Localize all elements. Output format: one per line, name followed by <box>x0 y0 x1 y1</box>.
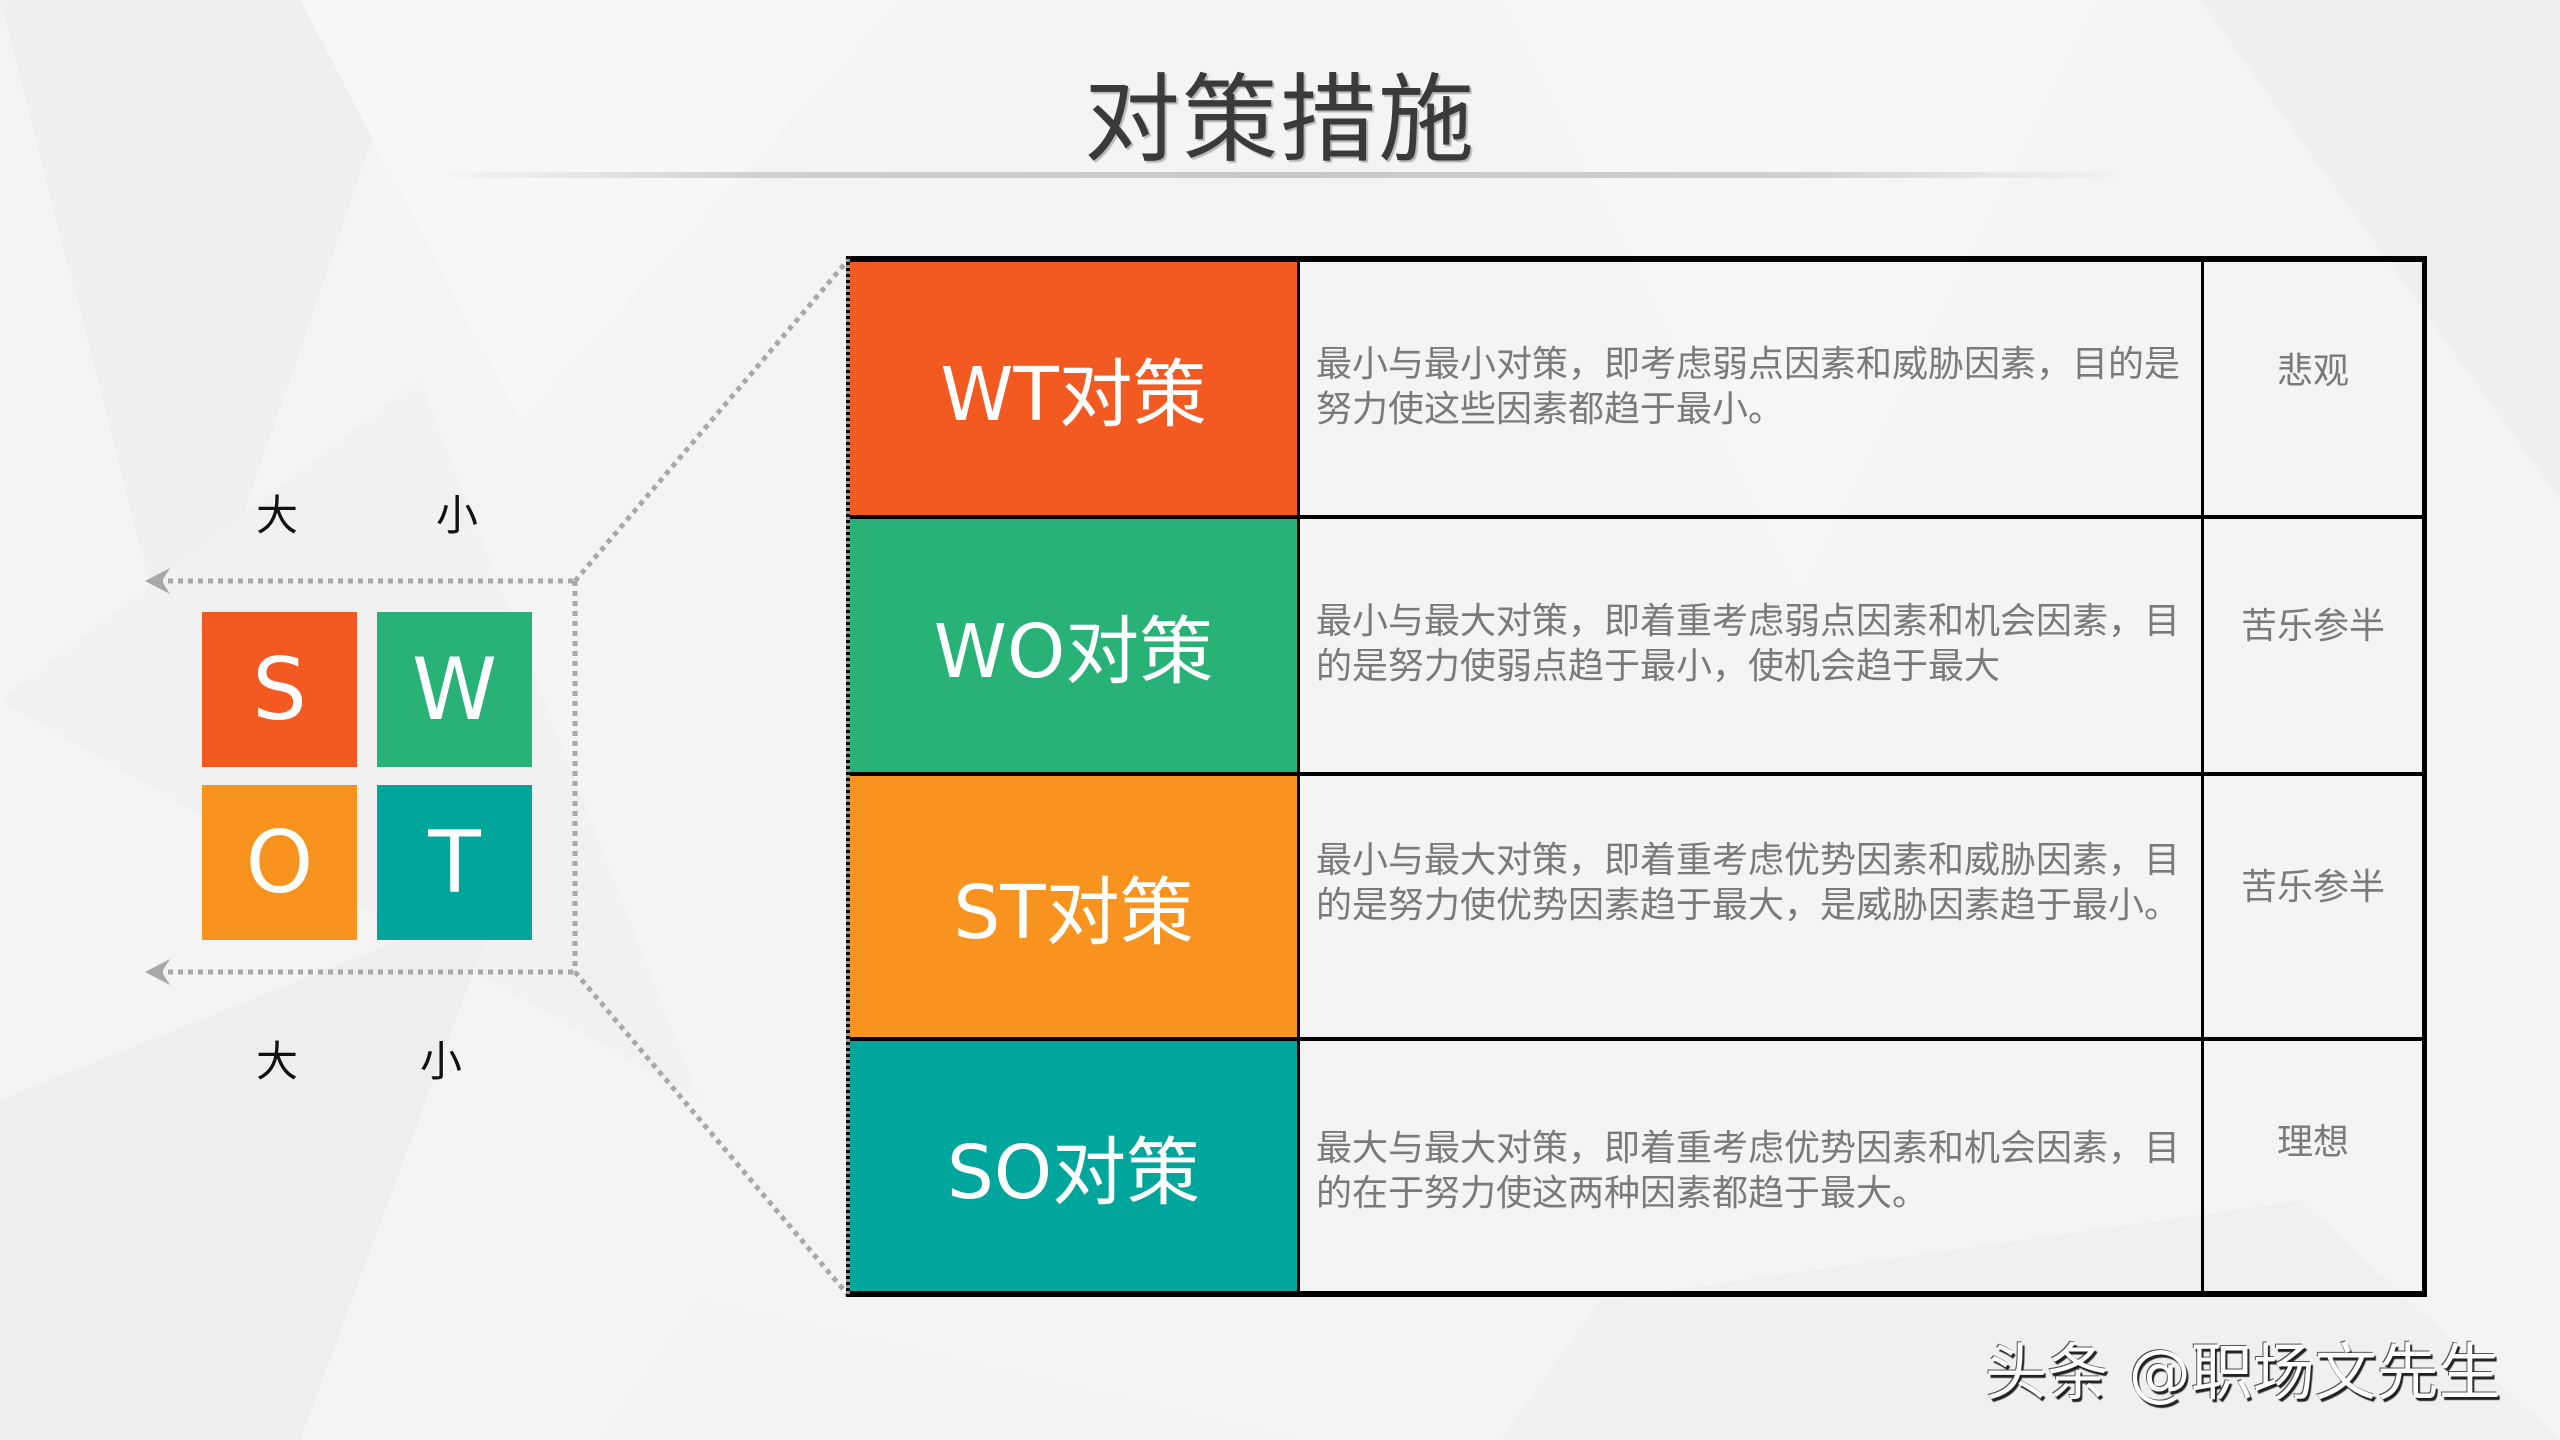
strategy-outlook: 理想 <box>2276 1122 2349 1163</box>
slide-title: 对策措施 <box>1084 64 1476 176</box>
strategy-label-so: SO对策 <box>850 1041 1297 1291</box>
swot-tile-w: W <box>377 612 532 767</box>
table-row: SO对策 最大与最大对策，即着重考虑优势因素和机会因素，目的在于努力使这两种因素… <box>846 1041 2422 1291</box>
title-divider <box>430 172 2130 178</box>
swot-tile-o: O <box>202 785 357 940</box>
strategy-label-st: ST对策 <box>850 776 1297 1037</box>
strategy-outlook: 苦乐参半 <box>2240 867 2385 908</box>
swot-tile-s: S <box>202 612 357 767</box>
strategy-description: 最大与最大对策，即着重考虑优势因素和机会因素，目的在于努力使这两种因素都趋于最大… <box>1316 1128 2181 1214</box>
top-label-small: 小 <box>436 491 479 540</box>
strategy-outlook: 悲观 <box>2276 351 2349 392</box>
strategy-description: 最小与最大对策，即着重考虑优势因素和威胁因素，目的是努力使优势因素趋于最大，是威… <box>1316 840 2181 926</box>
swot-tile-t: T <box>377 785 532 940</box>
row-divider <box>846 1037 2422 1041</box>
strategy-label-wo: WO对策 <box>850 519 1297 772</box>
strategy-description: 最小与最小对策，即考虑弱点因素和威胁因素，目的是努力使这些因素都趋于最小。 <box>1316 344 2181 430</box>
bottom-label-large: 大 <box>256 1037 299 1086</box>
arrow-left-icon <box>145 959 170 985</box>
row-divider <box>846 772 2422 776</box>
table-row: WT对策 最小与最小对策，即考虑弱点因素和威胁因素，目的是努力使这些因素都趋于最… <box>846 262 2422 515</box>
row-divider <box>846 515 2422 519</box>
watermark: 头条 @职场文先生 <box>1985 1336 2501 1409</box>
strategy-label-wt: WT对策 <box>850 262 1297 515</box>
table-row: WO对策 最小与最大对策，即着重考虑弱点因素和机会因素，目的是努力使弱点趋于最小… <box>846 519 2422 772</box>
top-label-large: 大 <box>256 491 299 540</box>
strategy-table: WT对策 最小与最小对策，即考虑弱点因素和威胁因素，目的是努力使这些因素都趋于最… <box>846 256 2427 1297</box>
strategy-outlook: 苦乐参半 <box>2240 606 2385 647</box>
table-row: ST对策 最小与最大对策，即着重考虑优势因素和威胁因素，目的是努力使优势因素趋于… <box>846 776 2422 1037</box>
strategy-description: 最小与最大对策，即着重考虑弱点因素和机会因素，目的是努力使弱点趋于最小，使机会趋… <box>1316 601 2181 687</box>
bottom-label-small: 小 <box>420 1037 463 1086</box>
table-left-border <box>846 256 850 1297</box>
arrow-left-icon <box>145 568 170 594</box>
